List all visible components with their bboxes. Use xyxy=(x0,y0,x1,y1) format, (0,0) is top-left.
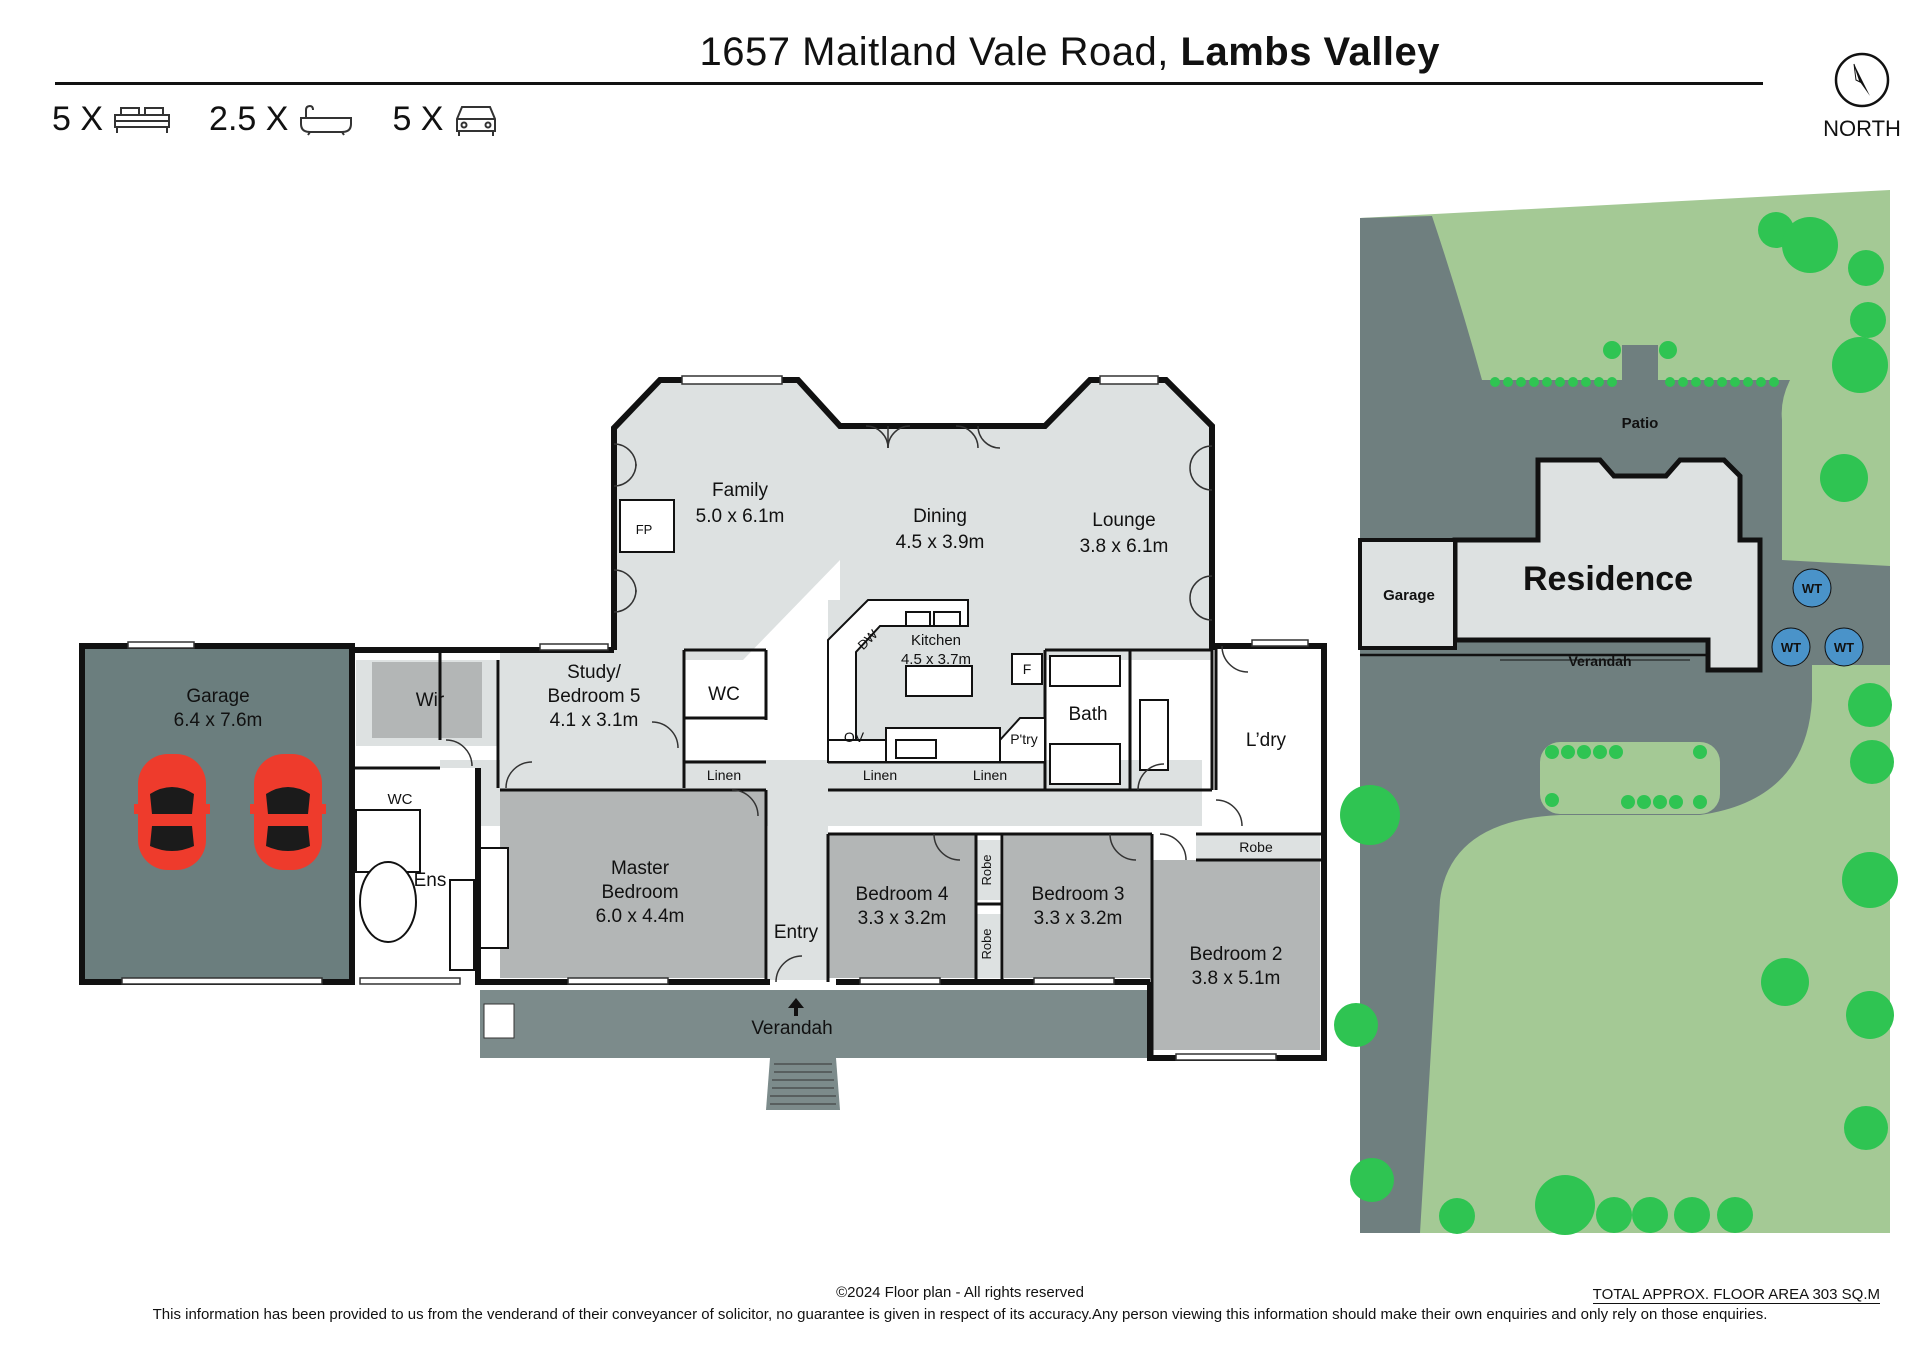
master-room xyxy=(500,790,766,978)
bed4-size: 3.3 x 3.2m xyxy=(858,908,947,929)
robe-label-2: Robe xyxy=(979,928,994,959)
compass-icon xyxy=(1834,52,1890,108)
copyright-text: ©2024 Floor plan - All rights reserved xyxy=(0,1284,1920,1301)
floor-plan: Family 5.0 x 6.1m Dining 4.5 x 3.9m Loun… xyxy=(79,375,1327,1110)
linen-label-2: Linen xyxy=(863,767,897,783)
laundry-room xyxy=(1216,646,1320,832)
dining-size: 4.5 x 3.9m xyxy=(896,532,985,553)
study-label-2: Bedroom 5 xyxy=(548,686,641,707)
side-steps xyxy=(483,1003,515,1039)
laundry-label: L’dry xyxy=(1246,730,1287,751)
site-wt-label-3: WT xyxy=(1834,640,1854,655)
verandah-deck xyxy=(480,990,1148,1058)
bed-icon xyxy=(114,106,171,133)
car-icon xyxy=(456,105,497,136)
dining-label: Dining xyxy=(913,506,967,527)
bed3-room xyxy=(1004,834,1152,978)
north-label: NORTH xyxy=(1823,116,1901,141)
garage-size: 6.4 x 7.6m xyxy=(174,710,263,731)
total-floor-area: TOTAL APPROX. FLOOR AREA 303 SQ.M xyxy=(1592,1286,1880,1304)
bed2-room xyxy=(1152,860,1320,1050)
address-street: 1657 Maitland Vale Road, xyxy=(699,30,1169,74)
wir-closet xyxy=(372,662,482,738)
robe-1 xyxy=(976,840,1002,900)
robe-label-bed2: Robe xyxy=(1239,839,1273,855)
wc-label: WC xyxy=(708,684,740,705)
north-indicator: NORTH xyxy=(1802,50,1920,142)
lounge-room xyxy=(1045,380,1212,660)
copyright-span: ©2024 Floor plan - All rights reserved xyxy=(836,1284,1084,1301)
bed2-robe xyxy=(1196,834,1320,860)
verandah-label: Verandah xyxy=(751,1018,832,1039)
site-water-tanks xyxy=(1771,568,1864,667)
site-plan: Patio Residence Garage Verandah WT WT WT xyxy=(1334,190,1898,1235)
study-label: Study/ xyxy=(567,662,622,683)
family-size: 5.0 x 6.1m xyxy=(696,506,785,527)
entry-hall xyxy=(768,760,828,980)
bed3-size: 3.3 x 3.2m xyxy=(1034,908,1123,929)
family-label: Family xyxy=(712,480,768,501)
site-garage xyxy=(1358,538,1457,650)
site-garage-label: Garage xyxy=(1383,587,1435,604)
car-right-icon xyxy=(250,754,326,870)
entry-arrow-icon xyxy=(788,998,804,1016)
lounge-size: 3.8 x 6.1m xyxy=(1080,536,1169,557)
fp-label: FP xyxy=(636,522,653,537)
header-rule xyxy=(55,82,1763,85)
fridge-label: F xyxy=(1023,661,1032,677)
address-suburb: Lambs Valley xyxy=(1180,30,1440,74)
site-wt-label-2: WT xyxy=(1781,640,1801,655)
site-patio-label: Patio xyxy=(1622,415,1659,432)
study-size: 4.1 x 3.1m xyxy=(550,710,639,731)
site-driveway xyxy=(1360,216,1890,1233)
bath-count: 2.5 X xyxy=(209,100,289,138)
kitchen-size: 4.5 x 3.7m xyxy=(901,651,971,668)
address-title: 1657 Maitland Vale Road, Lambs Valley xyxy=(700,30,1440,75)
linen-label-1: Linen xyxy=(707,767,741,783)
ov-label: OV xyxy=(844,729,865,745)
disclaimer-text: This information has been provided to us… xyxy=(0,1306,1920,1323)
master-label: Master xyxy=(611,858,670,879)
disclaimer-span: This information has been provided to us… xyxy=(152,1306,1768,1323)
wir-label: Wir xyxy=(416,690,445,711)
ens-label: Ens xyxy=(414,870,447,891)
entry-label: Entry xyxy=(774,922,819,943)
bed2-size: 3.8 x 5.1m xyxy=(1192,968,1281,989)
bed-count: 5 X xyxy=(52,100,104,138)
feature-counts: 5 X 2.5 X 5 X xyxy=(52,100,537,139)
master-label-2: Bedroom xyxy=(601,882,678,903)
pantry-label: P'try xyxy=(1010,731,1038,747)
car-left-icon xyxy=(134,754,210,870)
robe-label-1: Robe xyxy=(979,854,994,885)
bed3-label: Bedroom 3 xyxy=(1032,884,1125,905)
robe-2 xyxy=(976,914,1002,978)
site-hedge xyxy=(1490,341,1779,809)
bath-label: Bath xyxy=(1068,704,1107,725)
site-verandah-label: Verandah xyxy=(1568,653,1631,669)
master-size: 6.0 x 4.4m xyxy=(596,906,685,927)
bathtub-icon xyxy=(300,104,353,136)
linen-label-3: Linen xyxy=(973,767,1007,783)
family-room xyxy=(614,380,840,660)
site-residence-label: Residence xyxy=(1523,560,1693,598)
lounge-label: Lounge xyxy=(1092,510,1155,531)
site-patio-path xyxy=(1622,345,1658,385)
bed4-label: Bedroom 4 xyxy=(856,884,949,905)
wc2-label: WC xyxy=(388,791,413,808)
kitchen-label: Kitchen xyxy=(911,632,961,649)
site-trees xyxy=(1334,212,1898,1235)
garage-label: Garage xyxy=(186,686,249,707)
bed2-label: Bedroom 2 xyxy=(1190,944,1283,965)
front-steps xyxy=(766,1058,840,1110)
site-wt-label-1: WT xyxy=(1802,581,1822,596)
car-count: 5 X xyxy=(392,100,444,138)
bed4-room xyxy=(828,834,976,978)
